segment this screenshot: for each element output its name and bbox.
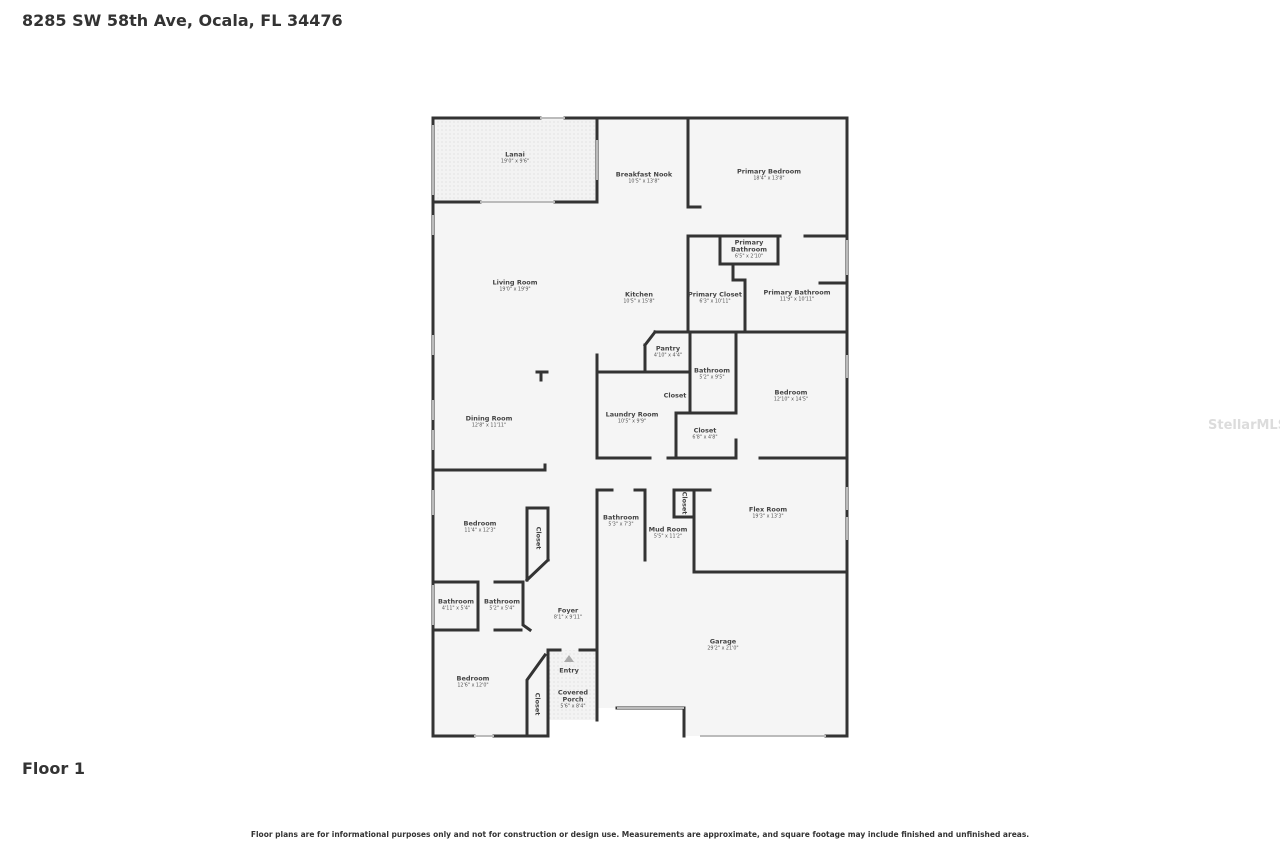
room-name: Primary Bathroom: [731, 238, 767, 254]
room-name: Breakfast Nook: [615, 170, 673, 179]
room-name: Closet: [534, 526, 543, 550]
room-name: Closet: [663, 391, 687, 400]
room-name: Closet: [533, 692, 542, 716]
room-name: Entry: [559, 666, 579, 675]
room-name: Bathroom: [438, 597, 474, 606]
room-dims: 12'8" x 11'11": [471, 423, 507, 429]
room-dims: 10'5" x 15'8": [623, 299, 655, 305]
room-name: Lanai: [505, 150, 525, 159]
room-dims: 10'5" x 13'8": [628, 179, 660, 185]
room-name: Laundry Room: [605, 410, 659, 419]
room-dims: 6'5" x 2'10": [734, 255, 764, 261]
room-dims: 12'6" x 12'0": [457, 683, 489, 689]
room-dims: 5'3" x 7'3": [608, 522, 634, 528]
room-closet: Closet: [680, 491, 689, 515]
room-name: Living Room: [492, 278, 538, 287]
room-dims: 4'10" x 4'4": [653, 353, 683, 359]
room-name: Closet: [680, 491, 689, 515]
entry-arrow-icon: [564, 655, 574, 662]
room-name: Bedroom: [774, 388, 808, 397]
room-dims: 8'1" x 9'11": [553, 615, 583, 621]
room-dims: 19'0" x 9'6": [500, 159, 530, 165]
room-dims: 11'9" x 10'11": [779, 297, 815, 303]
room-name: Garage: [709, 637, 737, 646]
watermark: StellarMLS: [1208, 418, 1280, 433]
room-dims: 19'0" x 19'9": [499, 287, 531, 293]
room-dims: 6'8" x 4'8": [692, 435, 718, 441]
room-dims: 18'4" x 13'8": [753, 176, 785, 182]
room-dims: 4'11" x 5'4": [441, 606, 471, 612]
room-name: Closet: [693, 426, 717, 435]
floor-area: [433, 118, 847, 736]
room-closet: Closet: [534, 526, 543, 550]
room-name: Bedroom: [463, 519, 497, 528]
walls: [431, 116, 849, 738]
room-name: Pantry: [655, 344, 681, 353]
lanai-floor: [434, 119, 597, 202]
listing-address: 8285 SW 58th Ave, Ocala, FL 34476: [22, 11, 343, 30]
room-name: Primary Closet: [688, 290, 742, 299]
room-dims: 5'2" x 5'4": [489, 606, 515, 612]
room-dims: 11'4" x 12'3": [464, 528, 496, 534]
room-dims: 6'3" x 10'11": [699, 299, 731, 305]
room-name: Bedroom: [456, 674, 490, 683]
room-dims: 19'3" x 13'3": [752, 514, 784, 520]
room-dims: 5'2" x 9'5": [699, 375, 725, 381]
room-name: Dining Room: [465, 414, 513, 423]
room-closet: Closet: [664, 392, 687, 399]
room-name: Bathroom: [694, 366, 730, 375]
room-name: Foyer: [557, 606, 579, 615]
room-entry: Entry: [559, 667, 579, 674]
room-dims: 12'10" x 14'5": [773, 397, 809, 403]
room-name: Primary Bedroom: [737, 167, 801, 176]
room-name: Flex Room: [748, 505, 788, 514]
room-dims: 29'2" x 21'0": [707, 646, 739, 652]
room-name: Mud Room: [648, 525, 688, 534]
room-name: Primary Bathroom: [763, 288, 831, 297]
room-name: Kitchen: [625, 290, 653, 299]
room-dims: 10'5" x 9'9": [617, 419, 647, 425]
room-name: Covered Porch: [557, 688, 589, 704]
room-dims: 5'5" x 11'2": [653, 534, 683, 540]
room-name: Bathroom: [603, 513, 639, 522]
room-name: Bathroom: [484, 597, 520, 606]
room-closet: Closet: [533, 692, 542, 716]
floor-label: Floor 1: [22, 759, 85, 778]
room-dims: 5'6" x 8'4": [560, 705, 586, 711]
disclaimer: Floor plans are for informational purpos…: [250, 830, 1030, 839]
windows: [432, 117, 848, 737]
